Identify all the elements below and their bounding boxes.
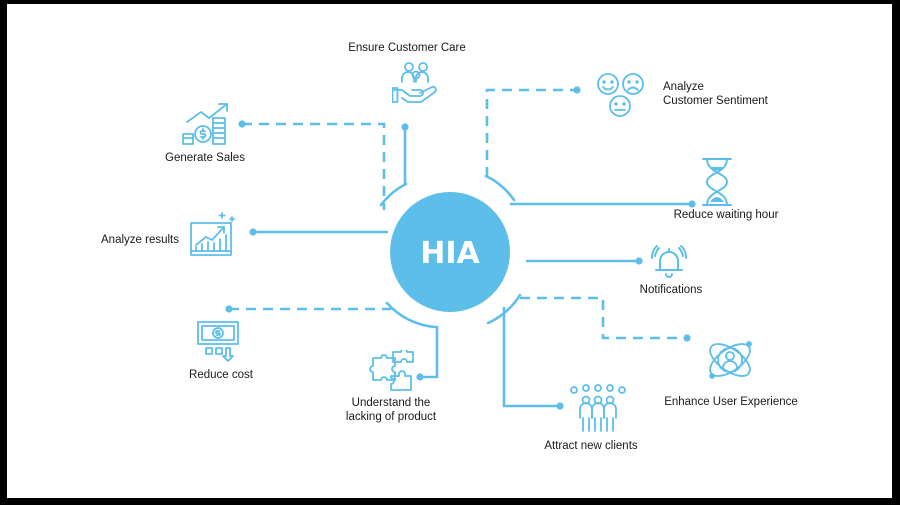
label-reduce-cost: Reduce cost [189,369,253,381]
dot-reduce-cost [225,305,233,313]
connector-attract [502,306,562,408]
label-analyze-results: Analyze results [101,234,179,246]
customer-sentiment-icon [597,73,644,117]
hub-ring-arc-bottom-right [486,293,522,325]
puzzle-icon [369,350,414,391]
dot-understand [416,373,424,381]
label-generate-sales: Generate Sales [165,152,245,164]
connector-enhance-ux [520,296,687,340]
dot-attract [556,402,564,410]
hourglass-icon [702,158,732,206]
dot-analyze-sentiment [573,86,581,94]
dot-enhance-ux [683,334,691,342]
dot-analyze-results [249,228,257,236]
label-understand-product: Understand the lacking of product [325,397,457,424]
connector-diagram: HIA [225,86,696,410]
connector-understand [418,325,439,379]
user-experience-icon [709,341,752,379]
label-notifications: Notifications [639,284,703,296]
label-ensure-customer-care: Ensure Customer Care [348,42,466,54]
hub-ring-arc-top-right [484,174,516,202]
diagram-canvas: HIA [7,4,892,498]
label-analyze-sentiment-line2: Customer Sentiment [663,94,768,107]
group-people-icon [570,384,626,432]
label-analyze-sentiment-line1: Analyze [663,81,704,93]
label-understand-line2: lacking of product [345,410,437,423]
label-attract-new-clients: Attract new clients [544,440,638,452]
label-analyze-sentiment: Analyze Customer Sentiment [663,81,768,108]
label-enhance-user-experience: Enhance User Experience [664,396,798,408]
analyze-results-icon [190,212,235,256]
bell-icon [651,245,687,278]
customer-care-icon [392,62,437,103]
hub-label: HIA [420,236,480,271]
dot-customer-care [401,123,409,131]
dot-reduce-waiting [688,200,696,208]
label-reduce-waiting-hour: Reduce waiting hour [673,209,779,221]
connector-analyze-sentiment [485,88,577,177]
dot-notifications [635,257,643,265]
hub-circle [390,192,510,312]
hub-ring-arc-bottom-left [385,301,437,329]
reduce-cost-icon [197,321,239,362]
dot-generate-sales [238,120,246,128]
connector-generate-sales [242,122,386,210]
generate-sales-icon [182,103,228,145]
label-understand-line1: Understand the [351,397,431,409]
